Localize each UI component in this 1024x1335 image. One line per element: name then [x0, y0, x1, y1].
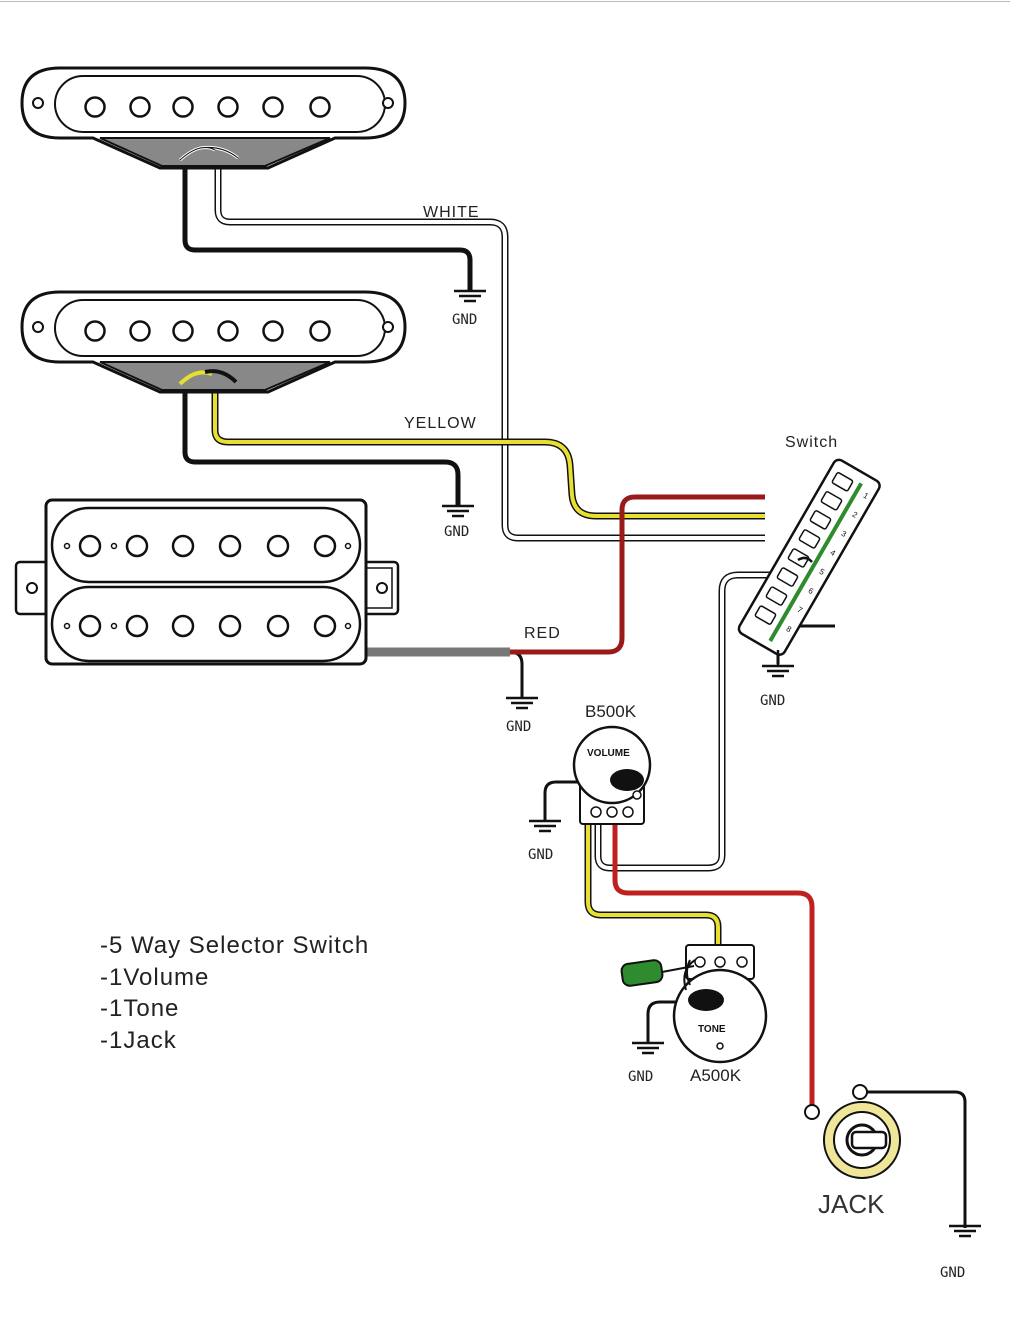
- yellow-wire: [211, 385, 765, 520]
- switch-terminal-8: 8: [785, 624, 794, 634]
- switch-terminal-1: 1: [862, 491, 871, 501]
- gnd-label: GND: [760, 693, 785, 709]
- switch-terminal-4: 4: [829, 548, 838, 558]
- gnd-label: GND: [528, 847, 553, 863]
- red-wire: [510, 494, 765, 655]
- gnd-label: GND: [940, 1265, 965, 1281]
- gnd-label: GND: [628, 1069, 653, 1085]
- switch-terminal-3: 3: [840, 529, 849, 539]
- tone-face-label: TONE: [698, 1024, 726, 1035]
- gnd-label: GND: [452, 312, 477, 328]
- tone-capacitor: [620, 959, 695, 987]
- gnd-label: GND: [506, 719, 531, 735]
- parts-list-item: -1Jack: [100, 1026, 177, 1054]
- tone-value-label: A500K: [690, 1066, 742, 1085]
- gnd-label: GND: [444, 524, 469, 540]
- switch-to-volume-wire: [594, 571, 810, 872]
- tone-ground-wire: [646, 1000, 688, 1042]
- volume-ground-wire: [543, 780, 590, 820]
- pickup1-black-wire: [182, 165, 473, 290]
- volume-value-label: B500K: [585, 702, 637, 721]
- ground-symbol: [760, 648, 796, 678]
- white-wire-label: WHITE: [423, 204, 480, 221]
- selector-switch: 1 2 3 4 5 6 7 8: [737, 458, 881, 656]
- yellow-wire-label: YELLOW: [404, 415, 477, 432]
- humbucker-ground-wire: [509, 650, 524, 697]
- parts-list: -5 Way Selector Switch -1Volume -1Tone -…: [100, 930, 400, 1056]
- ground-symbol: [504, 680, 540, 710]
- switch-terminal-5: 5: [818, 567, 827, 577]
- tone-pot: TONE: [672, 944, 768, 1064]
- ground-symbol: [527, 803, 563, 833]
- ground-symbol: [630, 1025, 666, 1055]
- red-wire-label: RED: [524, 625, 561, 642]
- neck-pickup: [20, 66, 407, 170]
- pickup2-black-wire: [182, 385, 461, 505]
- volume-to-jack-wire: [612, 822, 815, 1110]
- volume-pot: VOLUME: [572, 725, 652, 825]
- ground-symbol: [947, 1208, 983, 1238]
- jack-label: JACK: [818, 1189, 885, 1219]
- white-wire: [214, 165, 765, 542]
- volume-to-tone-wire: [584, 822, 722, 945]
- parts-list-item: -5 Way Selector Switch: [100, 932, 370, 959]
- parts-list-item: -1Tone: [100, 995, 180, 1022]
- jack-ground-wire: [860, 1090, 967, 1228]
- switch-label: Switch: [785, 434, 838, 451]
- ground-symbol: [440, 488, 476, 518]
- bridge-humbucker: [14, 498, 400, 666]
- switch-terminal-2: 2: [851, 510, 860, 520]
- parts-list-item: -1Volume: [100, 963, 210, 991]
- ground-symbol: [452, 273, 488, 303]
- switch-terminal-7: 7: [796, 605, 805, 615]
- middle-pickup: [20, 290, 407, 394]
- switch-terminal-6: 6: [807, 586, 816, 596]
- output-jack: [804, 1084, 901, 1179]
- volume-face-label: VOLUME: [587, 748, 630, 759]
